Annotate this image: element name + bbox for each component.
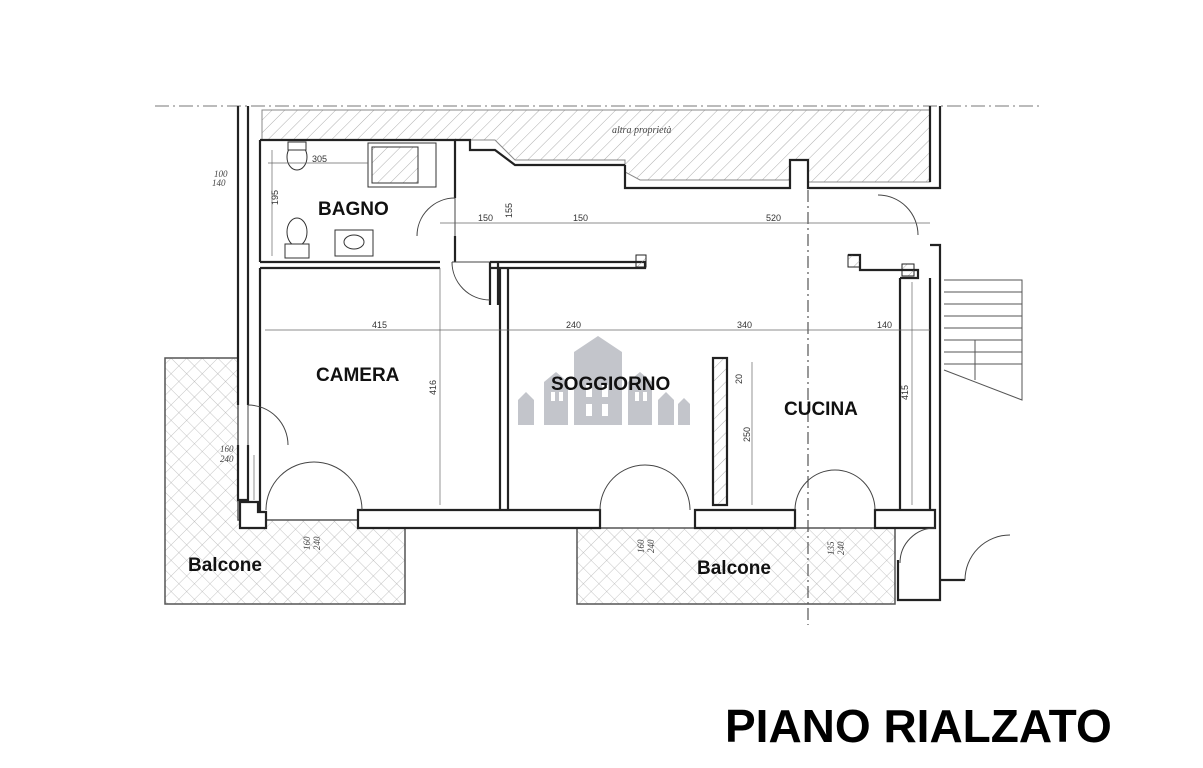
dim-window-top: 100 xyxy=(214,169,228,179)
dim-bagno-width: 305 xyxy=(312,154,327,164)
dimension-lines xyxy=(253,150,930,505)
room-label-cucina: CUCINA xyxy=(784,399,858,420)
dim-pillar-depth: 20 xyxy=(734,374,744,384)
room-label-soggiorno: SOGGIORNO xyxy=(551,374,670,395)
dim-camera-height: 416 xyxy=(428,380,438,395)
dim-door-cucina-top: 135 xyxy=(826,541,836,555)
room-label-camera: CAMERA xyxy=(316,365,400,386)
dim-corridor-4: 520 xyxy=(766,213,781,223)
bathroom-fixtures xyxy=(284,141,437,259)
adjacent-property-note: altra proprietà xyxy=(612,125,671,136)
dim-corridor-2: 155 xyxy=(504,203,514,218)
pillar-hatch xyxy=(714,359,726,504)
dim-corridor-3: 150 xyxy=(573,213,588,223)
wall-hatch-2 xyxy=(847,254,861,268)
dim-bagno-height: 195 xyxy=(270,190,280,205)
dim-window-bottom: 140 xyxy=(212,178,226,188)
dim-door-camera-bottom: 240 xyxy=(312,536,322,550)
doors xyxy=(247,194,1011,581)
dim-door-soggiorno-top: 160 xyxy=(636,539,646,553)
dim-door-left-bottom: 240 xyxy=(220,454,234,464)
external-stairs xyxy=(943,279,1023,401)
dim-door-cucina-bottom: 240 xyxy=(836,541,846,555)
room-label-balcone-left: Balcone xyxy=(188,555,262,576)
wall-hatch-3 xyxy=(901,263,915,277)
dim-cucina-width: 140 xyxy=(877,320,892,330)
room-label-bagno: BAGNO xyxy=(318,199,389,220)
dim-camera-width: 415 xyxy=(372,320,387,330)
dim-soggiorno-width-2: 340 xyxy=(737,320,752,330)
room-label-balcone-right: Balcone xyxy=(697,558,771,579)
dim-corridor-1: 150 xyxy=(478,213,493,223)
wall-hatch-1 xyxy=(635,254,647,268)
dim-door-left-top: 160 xyxy=(220,444,234,454)
floor-title: PIANO RIALZATO xyxy=(725,700,1112,752)
dim-door-soggiorno-bottom: 240 xyxy=(646,539,656,553)
dim-cucina-height: 415 xyxy=(900,385,910,400)
adjacent-property-area xyxy=(261,109,931,183)
watermark-logo xyxy=(518,336,690,425)
dim-soggiorno-width: 240 xyxy=(566,320,581,330)
dim-pillar-height: 250 xyxy=(742,427,752,442)
dim-door-camera-top: 160 xyxy=(302,536,312,550)
